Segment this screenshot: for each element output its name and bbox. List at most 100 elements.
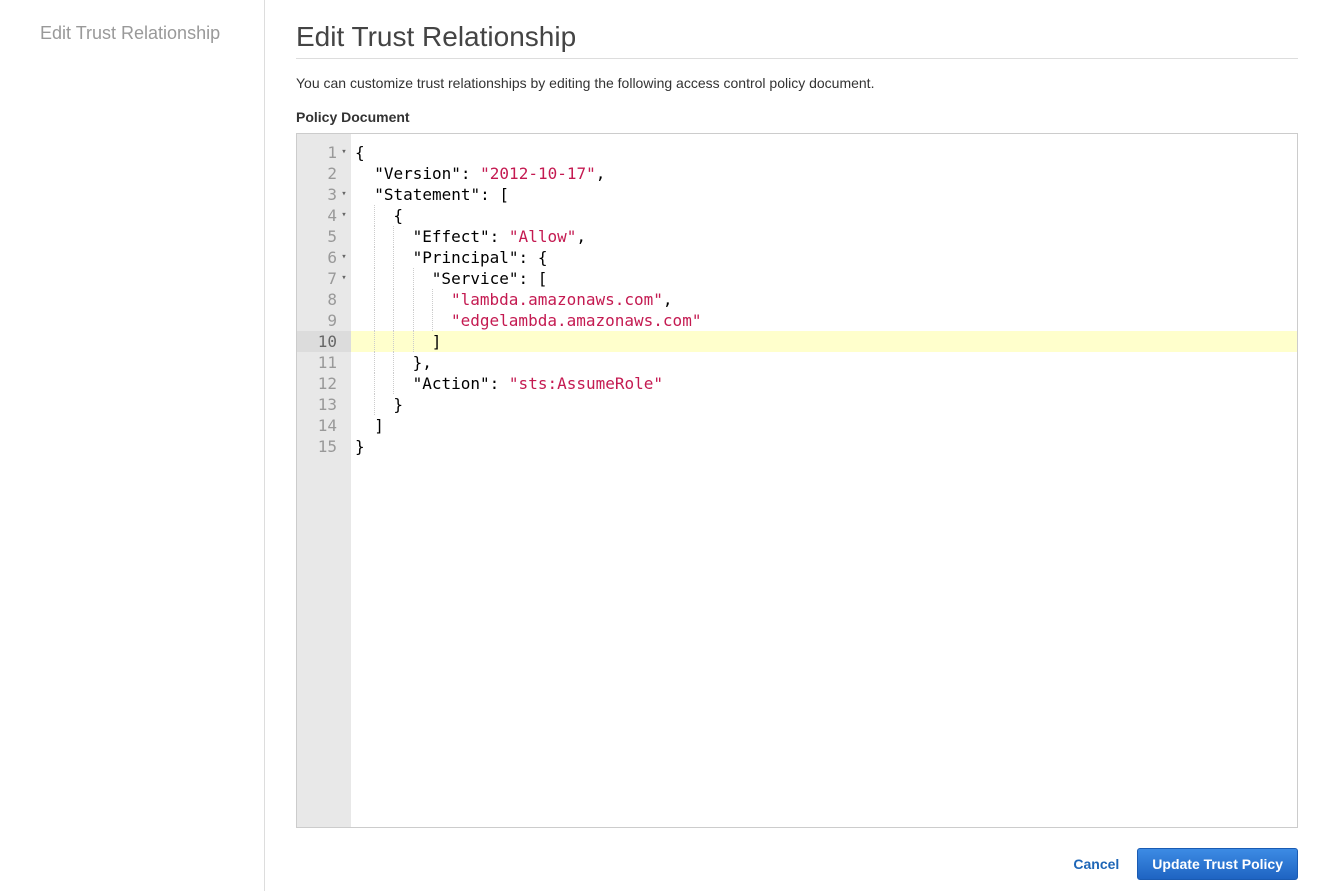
- code-text: "lambda.amazonaws.com",: [451, 289, 673, 310]
- policy-document-editor[interactable]: 1 ▾ {2 "Version": "2012-10-17", 3 ▾ "Statement…: [296, 133, 1298, 828]
- code-token: "Version":: [374, 164, 481, 183]
- indent-guide: [412, 310, 414, 331]
- string-token: "2012-10-17": [480, 164, 596, 183]
- line-number: 14: [317, 416, 337, 435]
- code-token: {: [355, 143, 365, 162]
- code-text: "Principal": {: [413, 247, 548, 268]
- sidebar-item-edit-trust-relationship[interactable]: Edit Trust Relationship: [40, 23, 221, 43]
- indent-guide: [393, 310, 395, 331]
- code-text: {: [393, 205, 403, 226]
- indent-guide: [412, 331, 414, 352]
- editor-code-area[interactable]: 1 ▾ {2 "Version": "2012-10-17", 3 ▾ "Statement…: [297, 142, 1297, 457]
- code-token: "Action":: [412, 374, 509, 393]
- editor-line[interactable]: 12 "Action": "sts:AssumeRole": [297, 373, 1297, 394]
- code-text: ]: [374, 415, 384, 436]
- page-title: Edit Trust Relationship: [296, 21, 577, 52]
- line-number: 3: [327, 185, 337, 204]
- main-content: Edit Trust Relationship You can customiz…: [296, 0, 1298, 891]
- code-token: ,: [662, 290, 673, 309]
- editor-line[interactable]: 5 "Effect": "Allow",: [297, 226, 1297, 247]
- line-number: 5: [327, 227, 337, 246]
- update-trust-policy-button[interactable]: Update Trust Policy: [1137, 848, 1298, 880]
- editor-line[interactable]: 6 ▾ "Principal": {: [297, 247, 1297, 268]
- indent-guide: [374, 373, 376, 394]
- editor-line[interactable]: 1 ▾ {: [297, 142, 1297, 163]
- fold-arrow-icon[interactable]: ▾: [341, 189, 347, 199]
- editor-line[interactable]: 15}: [297, 436, 1297, 457]
- code-token: {: [393, 206, 404, 225]
- line-number: 6: [327, 248, 337, 267]
- code-text: "Version": "2012-10-17",: [374, 163, 605, 184]
- code-token: "Principal": {: [412, 248, 548, 267]
- line-number: 15: [317, 437, 337, 456]
- indent-guide: [374, 331, 376, 352]
- indent-guide: [393, 226, 395, 247]
- fold-arrow-icon[interactable]: ▾: [341, 147, 347, 157]
- line-number: 13: [317, 395, 337, 414]
- sidebar: Edit Trust Relationship: [0, 0, 265, 891]
- indent-guide: [374, 310, 376, 331]
- editor-line[interactable]: 13}: [297, 394, 1297, 415]
- editor-line[interactable]: 7 ▾ "Service": [: [297, 268, 1297, 289]
- indent-guide: [374, 247, 376, 268]
- code-text: "Effect": "Allow",: [413, 226, 586, 247]
- indent-guide: [393, 352, 395, 373]
- indent-guide: [431, 289, 433, 310]
- editor-line[interactable]: 2 "Version": "2012-10-17",: [297, 163, 1297, 184]
- string-token: "lambda.amazonaws.com": [451, 290, 663, 309]
- editor-line[interactable]: 14]: [297, 415, 1297, 436]
- line-number: 2: [327, 164, 337, 183]
- code-token: }: [355, 437, 365, 456]
- indent-guide: [393, 268, 395, 289]
- fold-arrow-icon[interactable]: ▾: [341, 210, 347, 220]
- line-number: 1: [327, 143, 337, 162]
- line-number: 12: [317, 374, 337, 393]
- indent-guide: [412, 289, 414, 310]
- fold-arrow-icon[interactable]: ▾: [341, 252, 347, 262]
- code-text: {: [355, 142, 365, 163]
- code-token: "Service": [: [431, 269, 548, 288]
- code-token: ]: [374, 416, 384, 435]
- line-number: 7: [327, 269, 337, 288]
- code-text: }: [393, 394, 403, 415]
- code-text: }: [355, 436, 365, 457]
- code-token: "Effect":: [412, 227, 509, 246]
- code-token: },: [412, 353, 432, 372]
- title-divider: [296, 58, 1298, 59]
- string-token: "edgelambda.amazonaws.com": [451, 311, 702, 330]
- indent-guide: [374, 394, 376, 415]
- editor-line[interactable]: 11},: [297, 352, 1297, 373]
- code-text: ]: [432, 331, 442, 352]
- indent-guide: [393, 331, 395, 352]
- editor-line[interactable]: 10]: [297, 331, 1297, 352]
- editor-line[interactable]: 8 "lambda.amazonaws.com",: [297, 289, 1297, 310]
- code-token: ]: [431, 332, 442, 351]
- line-number: 11: [317, 353, 337, 372]
- code-token: ,: [576, 227, 586, 246]
- indent-guide: [412, 268, 414, 289]
- line-number: 8: [327, 290, 337, 309]
- indent-guide: [393, 289, 395, 310]
- code-text: "edgelambda.amazonaws.com": [451, 310, 701, 331]
- code-text: },: [413, 352, 432, 373]
- code-token: "Statement": [: [374, 185, 510, 204]
- indent-guide: [431, 310, 433, 331]
- cancel-button[interactable]: Cancel: [1073, 856, 1120, 872]
- string-token: "sts:AssumeRole": [508, 374, 664, 393]
- indent-guide: [374, 268, 376, 289]
- fold-arrow-icon[interactable]: ▾: [341, 273, 347, 283]
- editor-line[interactable]: 3 ▾ "Statement": [: [297, 184, 1297, 205]
- string-token: "Allow": [508, 227, 577, 246]
- indent-guide: [393, 247, 395, 268]
- page-description: You can customize trust relationships by…: [296, 75, 875, 91]
- editor-line[interactable]: 9 "edgelambda.amazonaws.com": [297, 310, 1297, 331]
- line-number: 10: [297, 331, 351, 352]
- indent-guide: [374, 226, 376, 247]
- editor-line[interactable]: 4▾{: [297, 205, 1297, 226]
- indent-guide: [374, 289, 376, 310]
- code-text: "Service": [: [432, 268, 548, 289]
- policy-document-label: Policy Document: [296, 109, 410, 125]
- code-text: "Statement": [: [374, 184, 509, 205]
- line-number: 9: [327, 311, 337, 330]
- form-actions: Cancel Update Trust Policy: [1073, 848, 1298, 880]
